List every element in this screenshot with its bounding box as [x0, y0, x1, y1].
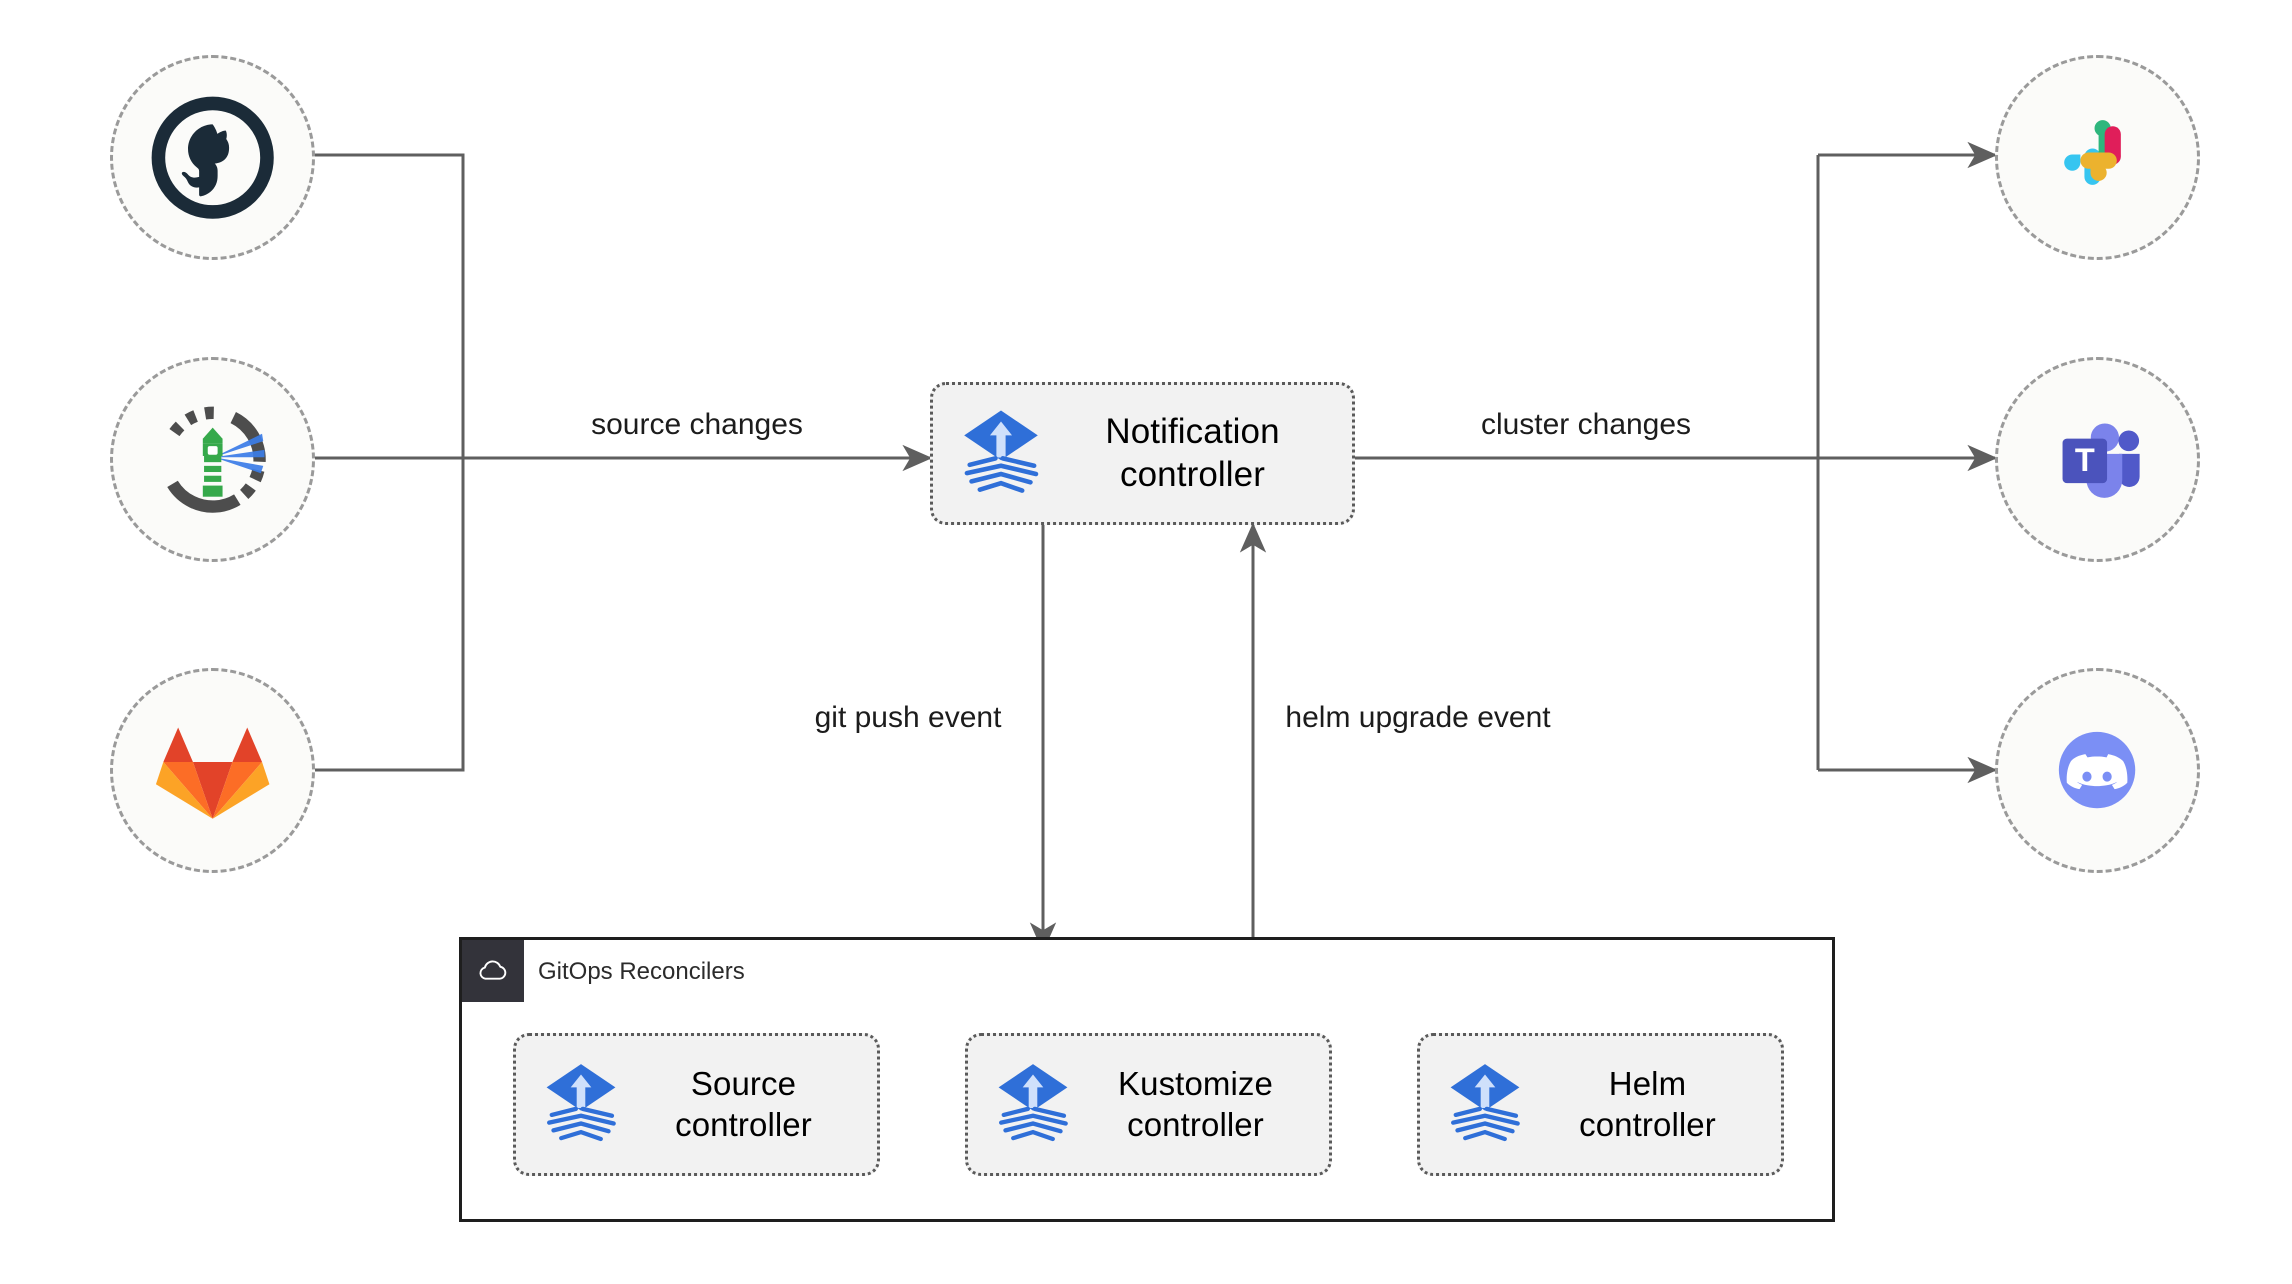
source-node-flagger[interactable] [110, 357, 315, 562]
flagger-lighthouse-icon [151, 398, 274, 521]
edge-label-helm-upgrade-event: helm upgrade event [1285, 701, 1551, 734]
gitlab-icon [151, 709, 274, 832]
slack-icon [2036, 96, 2159, 219]
svg-text:T: T [2075, 442, 2095, 478]
gitops-reconcilers-title: GitOps Reconcilers [538, 958, 745, 985]
source-node-github[interactable] [110, 55, 315, 260]
github-icon [151, 96, 274, 219]
destination-node-slack[interactable] [1995, 55, 2200, 260]
destination-node-teams[interactable]: T [1995, 357, 2200, 562]
flux-icon [538, 1059, 624, 1150]
edge-label-cluster-changes: cluster changes [1480, 408, 1692, 441]
destination-node-discord[interactable] [1995, 668, 2200, 873]
cloud-icon [462, 940, 524, 1002]
flux-icon [990, 1059, 1076, 1150]
flux-icon [955, 405, 1047, 502]
source-node-gitlab[interactable] [110, 668, 315, 873]
flux-icon [1442, 1059, 1528, 1150]
edge-label-git-push-event: git push event [814, 701, 1002, 734]
microsoft-teams-icon: T [2036, 398, 2159, 521]
edge-label-source-changes: source changes [591, 408, 803, 441]
discord-icon [2036, 709, 2159, 832]
